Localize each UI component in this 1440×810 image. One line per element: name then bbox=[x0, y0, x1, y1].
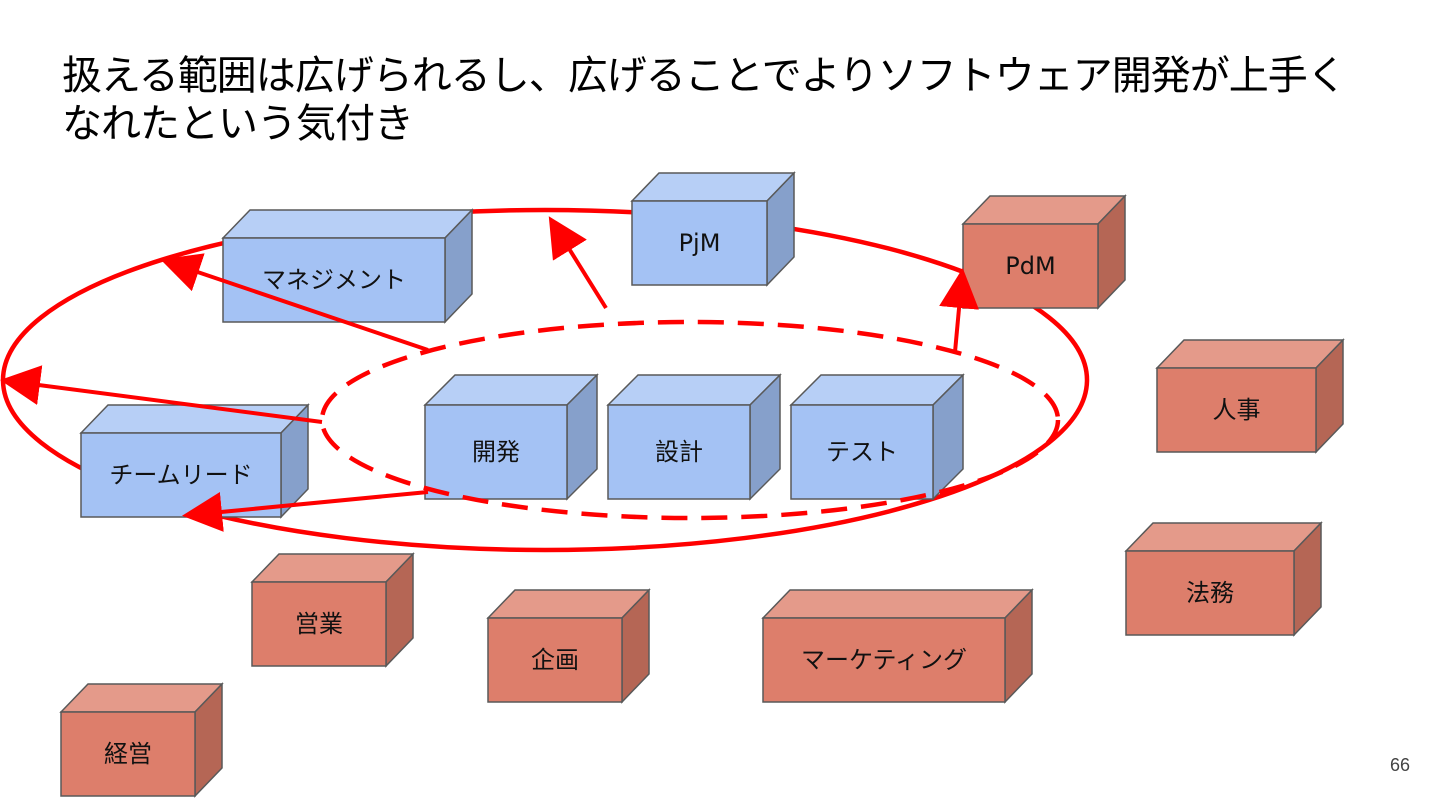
hr-block-face bbox=[1156, 367, 1317, 453]
pdm-block-top bbox=[961, 195, 1127, 225]
planning-label: 企画 bbox=[531, 646, 579, 674]
pdm-block-face bbox=[962, 223, 1099, 309]
arrow-to-team-lead bbox=[182, 490, 429, 532]
marketing-label: マーケティング bbox=[801, 646, 967, 674]
pdm-block: PdM bbox=[961, 194, 1127, 310]
arrow-to-outer-left bbox=[0, 365, 323, 424]
planning-block: 企画 bbox=[486, 588, 651, 704]
legal-block-face bbox=[1125, 550, 1295, 636]
development-label: 開発 bbox=[472, 438, 520, 466]
executive-label: 経営 bbox=[104, 740, 152, 768]
pjm-block-top bbox=[630, 172, 796, 202]
design-block-face bbox=[607, 404, 751, 500]
pjm-block-face bbox=[631, 200, 768, 286]
slide-title: 扱える範囲は広げられるし、広げることでよりソフトウェア開発が上手くなれたという気… bbox=[62, 53, 1347, 147]
design-block: 設計 bbox=[606, 373, 782, 501]
marketing-block-face bbox=[762, 617, 1006, 703]
hr-block: 人事 bbox=[1155, 338, 1345, 454]
planning-block-face bbox=[487, 617, 623, 703]
executive-block-face bbox=[60, 711, 196, 797]
executive-block-top bbox=[59, 683, 224, 713]
legal-label: 法務 bbox=[1186, 579, 1234, 607]
development-block: 開発 bbox=[423, 373, 599, 501]
page-number: 66 bbox=[1389, 755, 1410, 775]
management-label: マネジメント bbox=[262, 266, 406, 294]
marketing-block-top bbox=[761, 589, 1034, 619]
sales-block: 営業 bbox=[250, 552, 415, 668]
development-block-face bbox=[424, 404, 568, 500]
design-label: 設計 bbox=[655, 438, 703, 466]
team-lead-block: チームリード bbox=[79, 403, 310, 519]
pjm-label: PjM bbox=[679, 229, 721, 257]
team-lead-block-top bbox=[79, 404, 310, 434]
sales-block-top bbox=[250, 553, 415, 583]
test-block: テスト bbox=[789, 373, 965, 501]
sales-label: 営業 bbox=[295, 610, 343, 638]
management-block-face bbox=[222, 237, 446, 323]
executive-block: 経営 bbox=[59, 682, 224, 798]
planning-block-top bbox=[486, 589, 651, 619]
marketing-block: マーケティング bbox=[761, 588, 1034, 704]
pjm-block: PjM bbox=[630, 171, 796, 287]
arrow-to-management bbox=[160, 253, 429, 352]
test-block-face bbox=[790, 404, 934, 500]
test-label: テスト bbox=[826, 438, 898, 466]
arrow-to-pjm bbox=[548, 216, 608, 310]
team-lead-label: チームリード bbox=[109, 461, 252, 489]
management-block: マネジメント bbox=[221, 208, 474, 324]
hr-label: 人事 bbox=[1213, 396, 1261, 424]
management-block-top bbox=[221, 209, 474, 239]
hr-block-top bbox=[1155, 339, 1345, 369]
legal-block: 法務 bbox=[1124, 521, 1323, 637]
current-scope-ellipse bbox=[319, 319, 1061, 521]
legal-block-top bbox=[1124, 522, 1323, 552]
sales-block-face bbox=[251, 581, 387, 667]
pdm-label: PdM bbox=[1005, 252, 1055, 280]
arrow-to-pdm bbox=[939, 268, 979, 353]
team-lead-block-face bbox=[80, 432, 282, 518]
